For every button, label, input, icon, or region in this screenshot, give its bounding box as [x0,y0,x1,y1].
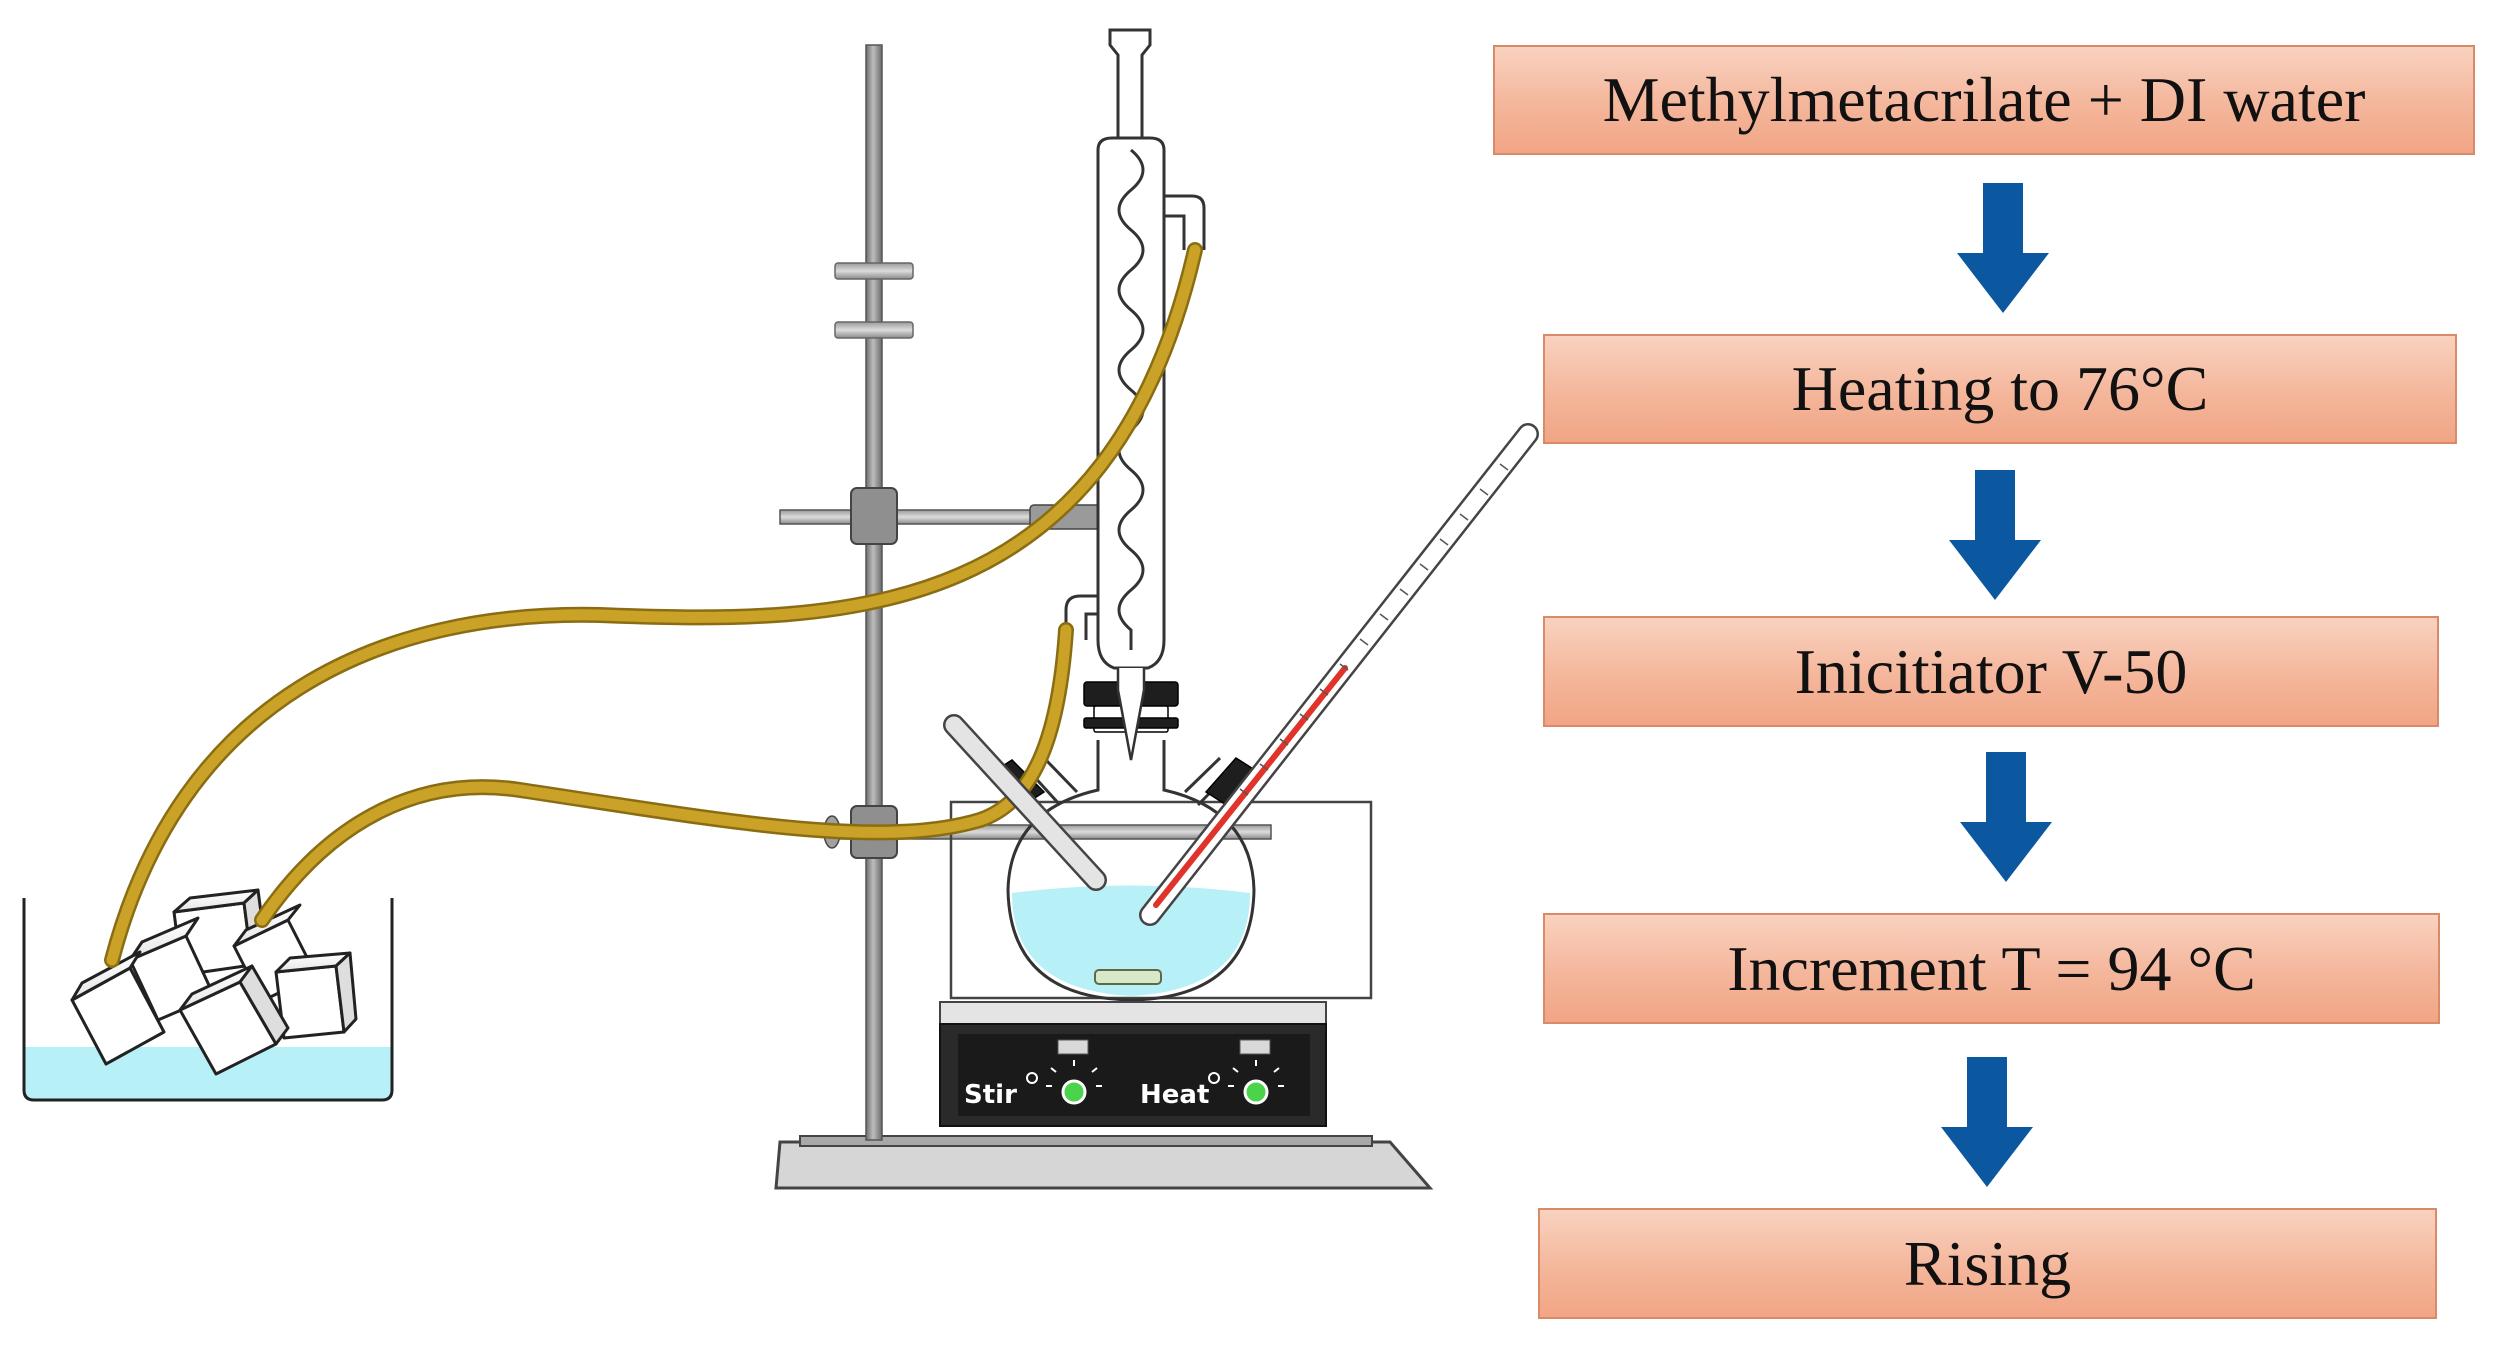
reflux-condenser [1064,28,1206,761]
heat-label: Heat [1140,1080,1209,1110]
down-arrow-icon [1949,470,2041,600]
thermometer-mercury [1153,665,1348,908]
flow-step-2: Heating to 76°C [1543,334,2457,444]
flow-step-4: Increment T = 94 °C [1543,913,2440,1024]
thermometer [1139,423,1539,926]
flow-step-5-text: Rising [1903,1227,2072,1299]
down-arrow-icon [1960,752,2052,882]
tubing-outlet [104,242,1203,968]
heat-dial [1243,1079,1269,1105]
ice-bath-water [24,1047,392,1100]
ice-bath-beaker [22,898,394,1102]
flow-step-1-text: Methylmetacrilate + DI water [1602,64,2366,135]
glass-rod [943,714,1107,891]
flask-liquid [1012,885,1250,996]
stir-dial [1061,1079,1087,1105]
flow-step-5: Rising [1538,1208,2437,1319]
stand-base [774,1140,1434,1190]
ice-bath [22,888,394,1102]
hotplate-stirrer: Stir Heat [939,1001,1327,1127]
cooling-tubing [104,242,1203,968]
flow-step-3: Inicitiator V-50 [1543,616,2439,727]
flow-step-1: Methylmetacrilate + DI water [1493,45,2475,155]
down-arrow-icon [1941,1057,2033,1187]
flow-step-2-text: Heating to 76°C [1791,353,2209,424]
round-bottom-flask [1006,740,1256,1002]
flow-step-4-text: Increment T = 94 °C [1727,932,2256,1004]
stir-bar [1094,969,1162,985]
stir-label: Stir [964,1080,1017,1110]
ice-cubes [70,888,358,1076]
flow-step-3-text: Inicitiator V-50 [1794,635,2188,707]
down-arrow-icon [1957,183,2049,313]
tubing-inlet [254,622,1074,928]
